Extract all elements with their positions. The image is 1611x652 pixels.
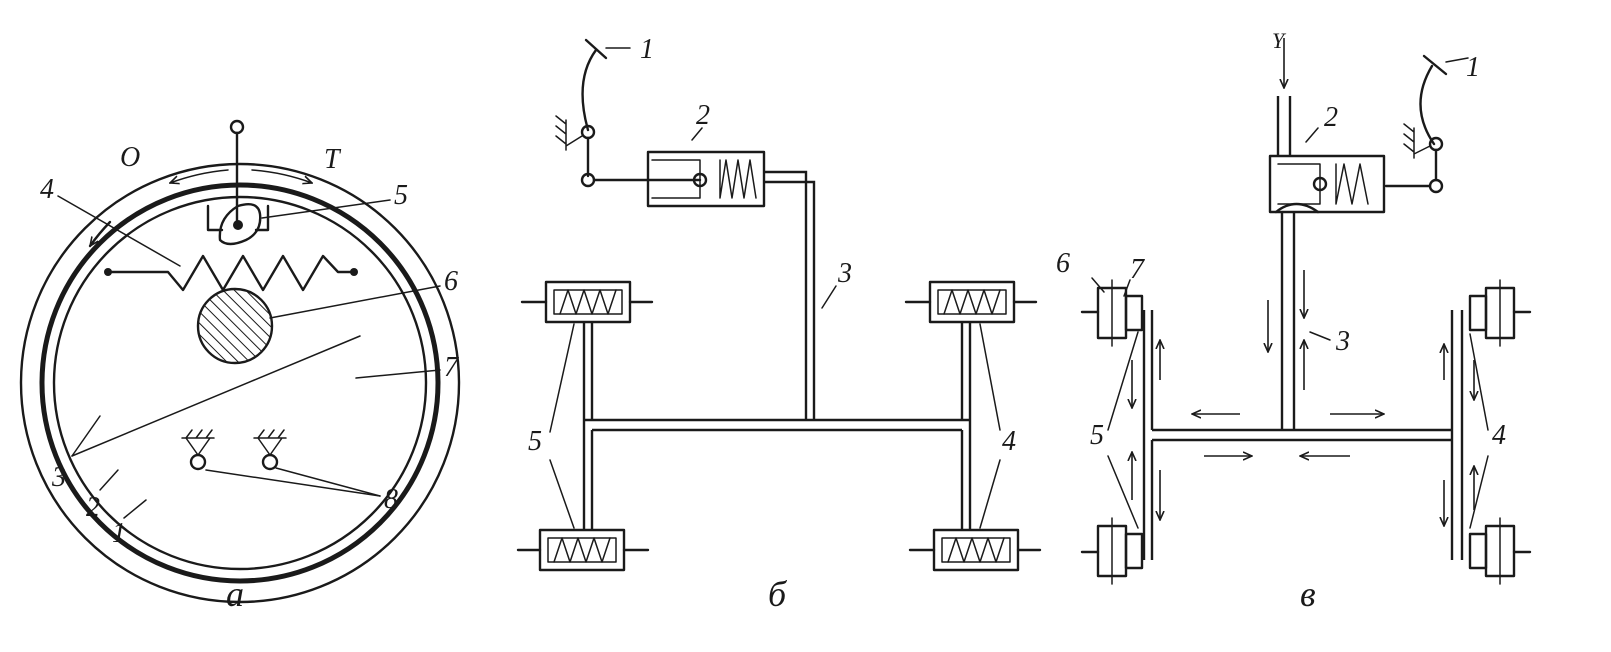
dir-label-o: О bbox=[120, 142, 140, 173]
label-c-5: 5 bbox=[1090, 420, 1104, 451]
panel-a-drum-brake: О Т 4 5 6 7 3 2 1 8 a bbox=[19, 119, 461, 614]
caption-c: в bbox=[1300, 574, 1316, 614]
label-b-4: 4 bbox=[1002, 426, 1016, 457]
panel-c-hydraulic-flow: Y bbox=[1056, 28, 1532, 614]
label-c-1: 1 bbox=[1466, 52, 1480, 83]
wheel-cylinder-rl bbox=[516, 528, 650, 572]
wheel-unit-fl bbox=[1080, 279, 1144, 347]
label-a-2: 2 bbox=[86, 492, 100, 523]
label-a-3: 3 bbox=[51, 462, 66, 493]
wheel-unit-rr bbox=[1468, 517, 1532, 585]
caption-b: б bbox=[768, 574, 788, 614]
label-a-6: 6 bbox=[444, 266, 458, 297]
drum-outer-ring bbox=[19, 162, 461, 604]
label-a-7: 7 bbox=[444, 352, 459, 383]
label-b-1: 1 bbox=[640, 34, 654, 65]
wheel-cylinder-fl bbox=[520, 280, 654, 324]
anchor-pin-left bbox=[189, 453, 207, 471]
anchor-pin-right bbox=[261, 453, 279, 471]
label-c-7: 7 bbox=[1130, 254, 1145, 285]
label-a-4: 4 bbox=[40, 174, 54, 205]
master-cylinder-c bbox=[1268, 154, 1386, 214]
axle-hatched bbox=[196, 287, 274, 365]
label-c-3: 3 bbox=[1335, 326, 1350, 357]
label-a-5: 5 bbox=[394, 180, 408, 211]
label-c-2: 2 bbox=[1324, 102, 1338, 133]
panel-b-hydraulic-scheme: 1 2 3 5 4 б bbox=[516, 34, 1042, 614]
rotation-arrow-o bbox=[170, 169, 229, 183]
label-b-5: 5 bbox=[528, 426, 542, 457]
label-a-8: 8 bbox=[384, 484, 398, 515]
label-c-6: 6 bbox=[1056, 248, 1070, 279]
shoe-inner-ring bbox=[52, 195, 428, 571]
wheel-cylinder-rr bbox=[908, 528, 1042, 572]
wheel-unit-fr bbox=[1468, 279, 1532, 347]
cam-pivot bbox=[229, 119, 245, 135]
label-c-4: 4 bbox=[1492, 420, 1506, 451]
wheel-unit-rl bbox=[1080, 517, 1144, 585]
brake-pedal-c bbox=[1419, 64, 1436, 146]
caption-a: a bbox=[226, 574, 244, 614]
master-cylinder bbox=[646, 150, 766, 208]
dir-label-t: Т bbox=[324, 144, 342, 175]
label-a-1: 1 bbox=[112, 518, 126, 549]
brake-pedal bbox=[581, 48, 598, 132]
label-b-3: 3 bbox=[837, 258, 852, 289]
wheel-cylinder-fr bbox=[904, 280, 1038, 324]
drum-inner-ring bbox=[39, 182, 441, 584]
svg-text:Y: Y bbox=[1272, 28, 1287, 53]
rotation-arrow-left bbox=[88, 220, 112, 246]
label-b-2: 2 bbox=[696, 100, 710, 131]
return-spring bbox=[106, 254, 356, 292]
rotation-arrow-t bbox=[251, 169, 312, 183]
cam bbox=[218, 203, 262, 246]
